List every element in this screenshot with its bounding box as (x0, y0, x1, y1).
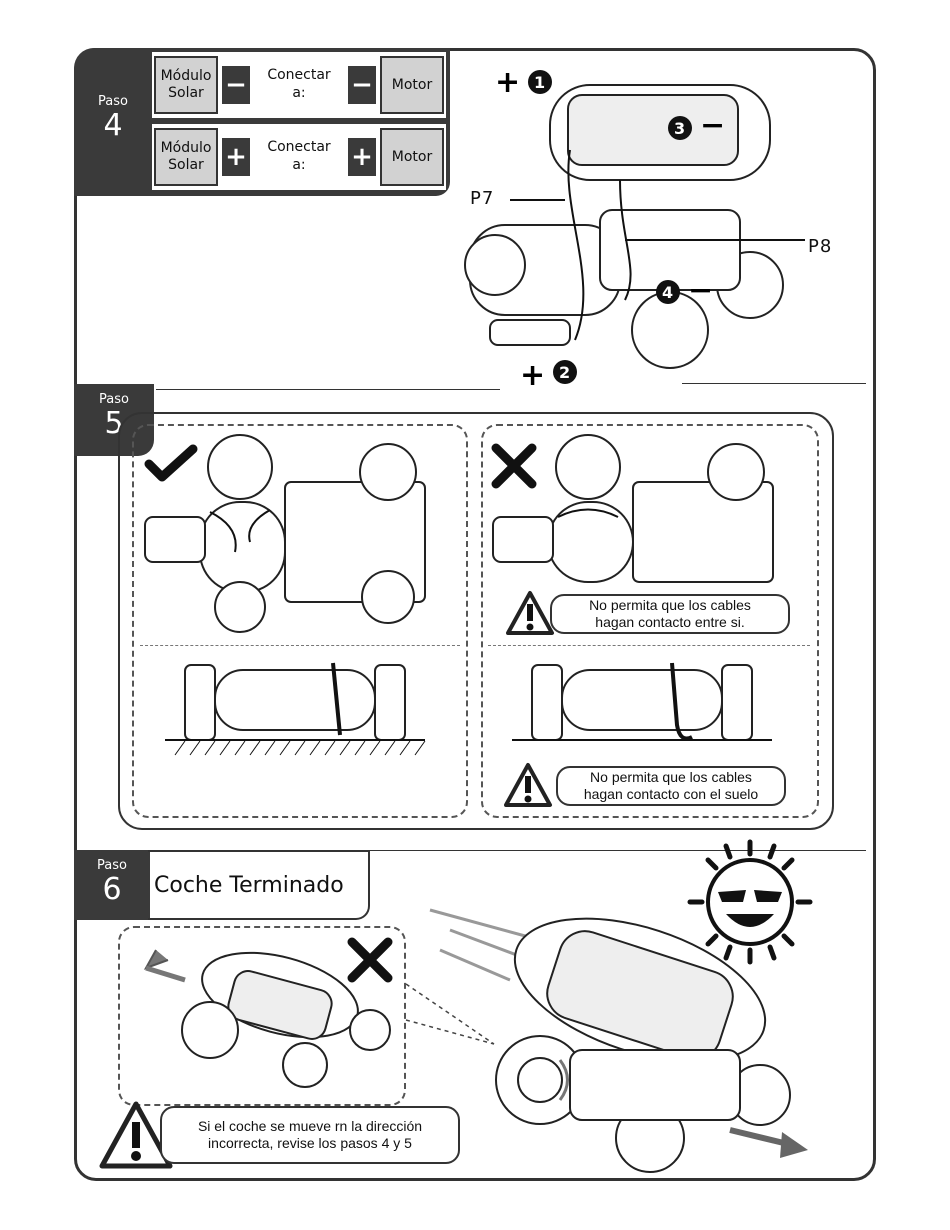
plus-sign-right: + (348, 138, 376, 176)
incorrect-example-panel (481, 424, 819, 818)
solar-module-box: Módulo Solar (154, 56, 218, 114)
car-side-view-illustration (165, 662, 426, 756)
step-6-title-box: Coche Terminado (148, 850, 370, 920)
car-wiring-illustration: + 1 + 2 3 − 4 − (464, 65, 805, 393)
divider-dashed (488, 645, 810, 646)
callout-1-sign: + (495, 65, 520, 100)
step-label: Paso (97, 858, 127, 873)
plus-sign-left: + (222, 138, 250, 176)
finished-car-illustration (429, 908, 808, 1173)
motor-box: Motor (380, 56, 444, 114)
minus-sign-right: − (348, 66, 376, 104)
warning-cables-each-other: No permita que los cables hagan contacto… (550, 594, 790, 634)
step-label: Paso (99, 392, 129, 407)
warning-triangle-icon (506, 591, 554, 635)
callout-2-sign: + (520, 358, 545, 393)
zoom-connector-lines (405, 983, 495, 1045)
smiling-sun-icon (687, 839, 813, 965)
connect-to-label: Conectar a: (267, 139, 331, 173)
divider-dashed (140, 645, 460, 646)
cross-icon (491, 443, 537, 489)
callout-3-sign: − (700, 108, 725, 143)
step-6-title: Coche Terminado (154, 872, 344, 898)
car-side-view-illustration (512, 662, 772, 741)
warning-triangle-icon (504, 763, 552, 807)
step-4-tab: Paso 4 (74, 48, 152, 196)
connection-row-negative: Módulo Solar − Conectar a: − Motor (152, 52, 446, 118)
callout-4-sign: − (688, 273, 713, 308)
connection-row-positive: Módulo Solar + Conectar a: + Motor (152, 124, 446, 190)
warning-wrong-direction: Si el coche se mueve rn la dirección inc… (160, 1106, 460, 1164)
motor-box: Motor (380, 128, 444, 186)
wrong-direction-panel (118, 926, 406, 1106)
warning-cables-floor: No permita que los cables hagan contacto… (556, 766, 786, 806)
car-small-illustration (143, 949, 391, 1088)
step-number: 6 (102, 872, 122, 907)
minus-sign-left: − (222, 66, 250, 104)
connect-to-label: Conectar a: (267, 67, 331, 101)
divider-line (370, 850, 866, 851)
divider-line (156, 389, 500, 390)
page-frame (74, 48, 876, 1181)
callout-3-number: 3 (674, 119, 685, 138)
step-label: Paso (98, 94, 128, 109)
callout-4-number: 4 (662, 283, 673, 302)
car-top-view-illustration (144, 434, 426, 633)
warning-triangle-icon (99, 1101, 173, 1169)
callout-1-number: 1 (534, 73, 545, 92)
step-5-panel (118, 412, 834, 830)
p7-label: P7 (470, 188, 495, 209)
step-number: 4 (103, 108, 123, 143)
checkmark-icon (144, 444, 198, 482)
step-6-tab: Paso 6 (74, 850, 150, 920)
solar-module-box: Módulo Solar (154, 128, 218, 186)
divider-line (682, 383, 866, 384)
car-top-view-illustration (492, 434, 774, 583)
p8-label: P8 (808, 236, 833, 257)
correct-example-panel (132, 424, 468, 818)
cross-icon (347, 937, 393, 983)
callout-2-number: 2 (559, 363, 570, 382)
